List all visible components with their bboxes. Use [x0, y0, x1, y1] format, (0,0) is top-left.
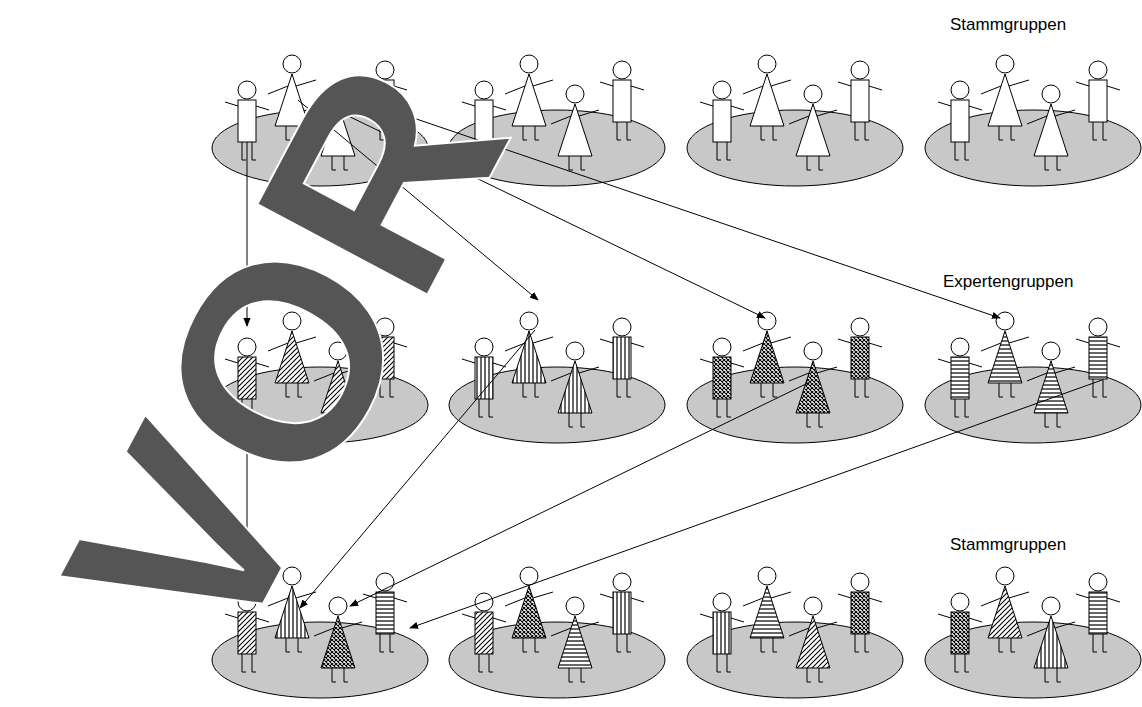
- man-figure: [938, 81, 982, 160]
- man-figure: [1076, 318, 1120, 397]
- woman-figure: [505, 55, 553, 140]
- row-label: Expertengruppen: [943, 272, 1073, 292]
- man-figure: [600, 61, 644, 140]
- man-figure: [462, 338, 506, 417]
- group-figures: [449, 567, 665, 698]
- woman-figure: [1027, 342, 1075, 427]
- woman-figure: [505, 312, 553, 397]
- woman-figure: [981, 312, 1029, 397]
- man-figure: [938, 593, 982, 672]
- group-figures: [449, 312, 665, 443]
- watermark: VOR: [19, 21, 551, 688]
- man-figure: [838, 318, 882, 397]
- flow-arrow: [410, 380, 1102, 628]
- woman-figure: [743, 567, 791, 652]
- man-figure: [838, 573, 882, 652]
- group-figures: [925, 55, 1141, 186]
- man-figure: [363, 573, 407, 652]
- man-figure: [600, 573, 644, 652]
- man-figure: [700, 338, 744, 417]
- woman-figure: [314, 597, 362, 682]
- woman-figure: [981, 567, 1029, 652]
- man-figure: [1076, 61, 1120, 140]
- woman-figure: [789, 597, 837, 682]
- man-figure: [700, 81, 744, 160]
- woman-figure: [551, 85, 599, 170]
- woman-figure: [1027, 85, 1075, 170]
- woman-figure: [743, 55, 791, 140]
- man-figure: [1076, 573, 1120, 652]
- row-label: Stammgruppen: [950, 15, 1066, 35]
- group-figures: [687, 567, 903, 698]
- group-figures: [687, 312, 903, 443]
- group-figures: [925, 567, 1141, 698]
- man-figure: [600, 318, 644, 397]
- woman-figure: [981, 55, 1029, 140]
- row-label: Stammgruppen: [950, 535, 1066, 555]
- group-figures: [925, 312, 1141, 443]
- group-figures: [687, 55, 903, 186]
- woman-figure: [551, 342, 599, 427]
- man-figure: [838, 61, 882, 140]
- woman-figure: [789, 342, 837, 427]
- man-figure: [938, 338, 982, 417]
- man-figure: [700, 593, 744, 672]
- flow-arrow: [350, 382, 810, 606]
- woman-figure: [743, 312, 791, 397]
- man-figure: [462, 593, 506, 672]
- woman-figure: [789, 85, 837, 170]
- woman-figure: [551, 597, 599, 682]
- woman-figure: [1027, 597, 1075, 682]
